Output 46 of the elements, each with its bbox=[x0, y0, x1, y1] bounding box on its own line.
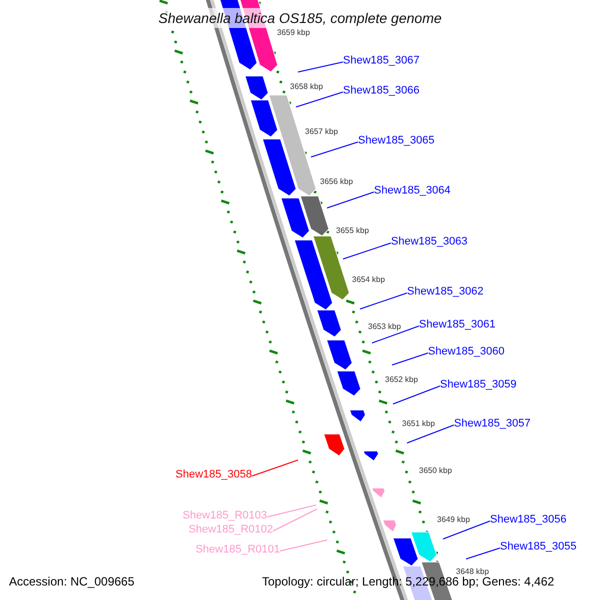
gene-label: Shew185_R0101 bbox=[196, 544, 280, 556]
tick-label: 3659 kbp bbox=[277, 28, 310, 38]
tick-label: 3651 kbp bbox=[402, 419, 435, 429]
gene-label: Shew185_3062 bbox=[407, 286, 484, 298]
gene-label: Shew185_3060 bbox=[428, 346, 504, 358]
tick-label: 3648 kbp bbox=[456, 567, 489, 576]
leader-line bbox=[392, 386, 440, 404]
tick-label: 3653 kbp bbox=[368, 322, 401, 332]
gene-label: Shew185_3055 bbox=[500, 540, 576, 554]
leader-line bbox=[296, 92, 344, 108]
gene-label: Shew185_3064 bbox=[374, 184, 450, 198]
gene-label: Shew185_3058 bbox=[176, 468, 252, 482]
footer-note: Topology: circular; Length: 5,229,686 bp; Genes: 4,462 bbox=[262, 574, 554, 590]
leader-line bbox=[442, 520, 490, 540]
tick-label: 3649 kbp bbox=[437, 515, 470, 525]
leader-line bbox=[372, 326, 420, 344]
gene-label: Shew185_3065 bbox=[358, 134, 434, 148]
leader-line bbox=[310, 142, 358, 158]
gene-label: Shew185_3063 bbox=[391, 236, 468, 248]
gene-label: Shew185_3067 bbox=[343, 54, 420, 68]
leader-line bbox=[280, 540, 328, 552]
leader-line bbox=[406, 424, 454, 444]
leader-line bbox=[298, 62, 344, 72]
leader-line bbox=[266, 504, 316, 518]
leader-line bbox=[326, 192, 374, 208]
leader-line bbox=[272, 508, 318, 532]
tick-label: 3656 kbp bbox=[320, 177, 353, 187]
tick-label: 3650 kbp bbox=[419, 466, 452, 476]
tick-label: 3658 kbp bbox=[290, 82, 323, 92]
gene-label: Shew185_R0102 bbox=[188, 524, 273, 536]
leader-line bbox=[392, 352, 428, 366]
tick-label: 3657 kbp bbox=[305, 127, 338, 137]
leader-line bbox=[252, 460, 298, 476]
gene-label: Shew185_3066 bbox=[343, 84, 420, 98]
leader-line bbox=[360, 292, 408, 310]
tick-label: 3654 kbp bbox=[352, 275, 385, 285]
leader-line bbox=[466, 548, 500, 560]
gene-label: Shew185_3056 bbox=[490, 514, 566, 526]
tick-label: 3655 kbp bbox=[336, 226, 369, 236]
gene-label: Shew185_3057 bbox=[454, 418, 530, 430]
gene-label: Shew185_3061 bbox=[419, 318, 496, 332]
footer-note: Accession: NC_009665 bbox=[9, 574, 134, 590]
gene-label: Shew185_3059 bbox=[440, 378, 516, 392]
tick-label: 3652 kbp bbox=[385, 375, 418, 385]
gene-label: Shew185_R0103 bbox=[182, 510, 267, 522]
leader-line bbox=[342, 242, 392, 260]
